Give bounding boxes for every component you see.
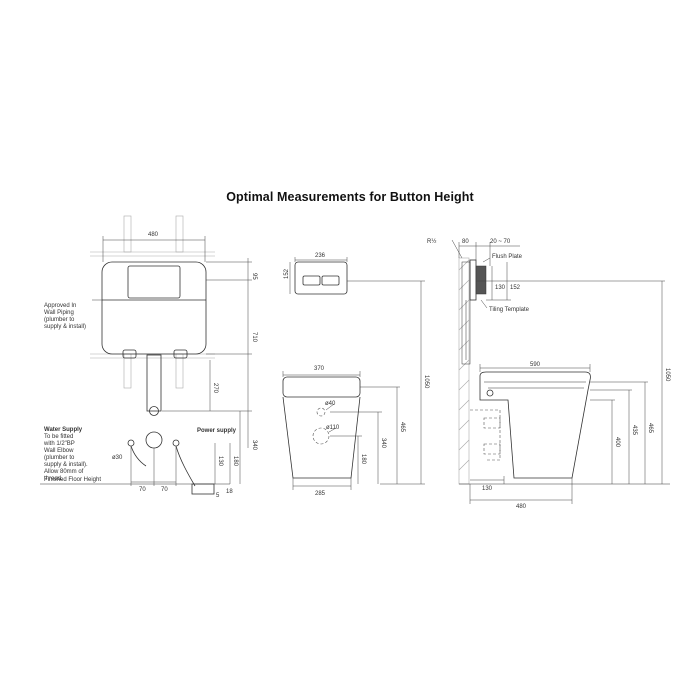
plate-view <box>289 257 425 485</box>
frame-pipe-dia: ø30 <box>112 455 123 461</box>
svg-text:Approved In: Approved In <box>44 303 76 309</box>
pan-body <box>282 396 361 479</box>
outlet-circle <box>316 407 326 417</box>
flush-plate-label: Flush Plate <box>492 254 523 260</box>
side-view <box>451 239 670 504</box>
frame-height-dim: 710 <box>251 332 257 343</box>
svg-text:supply & install): supply & install) <box>44 324 86 330</box>
flush-plate-side <box>469 259 477 301</box>
side-80-dim: 80 <box>462 239 469 245</box>
piping-note: Approved In Wall Piping (plumber to supp… <box>44 303 86 330</box>
plate-total-dim: 1050 <box>423 375 429 389</box>
pan-inlet-dia: ø110 <box>326 425 340 431</box>
pan-top-width-dim: 370 <box>314 366 325 372</box>
pan-340-dim: 340 <box>380 438 386 449</box>
side-base-130-dim: 130 <box>482 486 493 492</box>
frame-view <box>40 215 252 495</box>
floor-connector <box>191 483 215 495</box>
side-400-dim: 400 <box>614 437 620 448</box>
waste-connection <box>145 431 163 449</box>
side-435-dim: 435 <box>631 425 637 436</box>
floor-label: Finished Floor Height <box>44 477 101 483</box>
power-supply-label: Power supply <box>197 428 237 434</box>
water-supply-label: Water Supply <box>44 427 83 433</box>
water-inlet <box>127 439 135 447</box>
frame-floor-dim: 18 <box>226 489 233 495</box>
tiling-label: Tiling Template <box>489 307 530 313</box>
svg-text:(plumber to: (plumber to <box>44 455 75 461</box>
svg-text:(plumber to: (plumber to <box>44 317 75 323</box>
inlet-circle <box>312 427 330 445</box>
flush-button-left <box>302 275 321 286</box>
cistern-opening <box>127 265 181 299</box>
side-465-dim: 465 <box>647 423 653 434</box>
frame-power-dim: 180 <box>232 456 238 467</box>
frame-small-dim: 5 <box>216 493 220 499</box>
side-152-dim: 152 <box>510 285 521 291</box>
wall-section <box>458 257 470 485</box>
seat-top <box>282 376 361 398</box>
tiling-template <box>475 265 487 295</box>
svg-text:Allow 80mm of: Allow 80mm of <box>44 469 84 475</box>
side-1050-dim: 1050 <box>664 368 670 382</box>
svg-text:Wall Elbow: Wall Elbow <box>44 448 74 454</box>
svg-text:To be fitted: To be fitted <box>44 434 73 440</box>
side-130-dim: 130 <box>495 285 506 291</box>
pan-base-width-dim: 285 <box>315 491 326 497</box>
cistern-body <box>101 261 207 355</box>
side-r-dim: R½ <box>427 238 436 245</box>
mounting-brackets <box>90 215 215 389</box>
side-range-dim: 20 ~ 70 <box>490 239 511 245</box>
side-base-480-dim: 480 <box>516 504 527 510</box>
pan-180-dim: 180 <box>360 454 366 465</box>
frame-spacing-left: 70 <box>139 487 146 493</box>
frame-outlet-dim: 340 <box>251 440 257 451</box>
frame-spacing-right: 70 <box>161 487 168 493</box>
pan-side-profile <box>479 371 591 479</box>
pan-465-dim: 465 <box>399 422 405 433</box>
flush-button-right <box>321 275 340 286</box>
side-length-dim: 590 <box>530 362 541 368</box>
plate-height-dim: 152 <box>284 268 290 279</box>
flush-plate <box>294 261 348 295</box>
cistern-side <box>461 261 471 365</box>
water-supply-note: To be fitted with 1/2"BP Wall Elbow (plu… <box>43 434 88 482</box>
pan-outlet-dia: ø40 <box>325 401 336 407</box>
svg-text:thread.: thread. <box>44 476 63 482</box>
pan-front-view <box>282 371 400 490</box>
outlet-pipe <box>146 354 162 412</box>
svg-text:supply & install).: supply & install). <box>44 462 88 468</box>
svg-text:Wall Piping: Wall Piping <box>44 310 74 316</box>
frame-water-dim: 130 <box>217 456 223 467</box>
frame-width-dim: 480 <box>148 232 159 238</box>
frame-lower-dim: 270 <box>212 383 218 394</box>
power-inlet <box>172 439 180 447</box>
diagram-title: Optimal Measurements for Button Height <box>226 190 474 204</box>
frame-top-dim: 95 <box>251 273 257 280</box>
plate-width-dim: 236 <box>315 253 326 259</box>
svg-text:with 1/2"BP: with 1/2"BP <box>43 441 75 447</box>
